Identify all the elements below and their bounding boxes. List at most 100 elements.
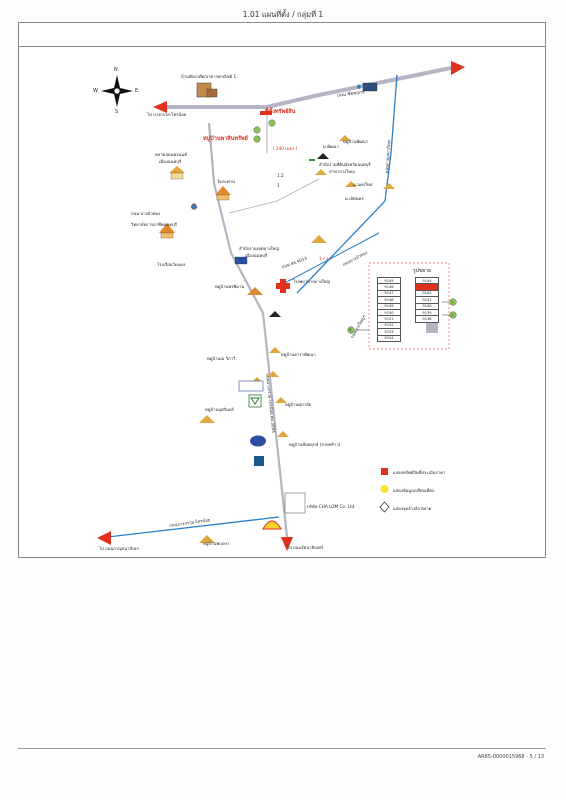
drop-icon-top: [357, 84, 361, 89]
label-office-1: สำนักงานที่ดินจังหวัดนนทบุรี: [319, 162, 371, 167]
compass-s: S: [115, 109, 119, 115]
label-village-low2: หมู่บ้านณ วิภาวี: [207, 356, 236, 361]
legend-yellow-circle: [380, 485, 389, 493]
label-temple-left: วัดสะพาน: [217, 179, 235, 184]
legend-item-1: แสดงทรัพย์สินที่ประเมินราคา: [393, 470, 446, 475]
inset-cell: 9147: [377, 289, 401, 298]
road-blue-small: [280, 232, 380, 286]
road-label-to-rattanathibet: ไป ถนนรัตนาธิเบศร์: [287, 545, 324, 550]
house-icon-market: [169, 166, 185, 180]
legend-item-3: แสดงจุดอ้างอิง ตลาด: [393, 506, 432, 511]
inset-cell: 9150: [377, 308, 401, 317]
label-village-r4: ม.เลิศนคร: [345, 196, 364, 201]
inset-cell: [415, 283, 439, 291]
label-village-low1: หมู่บ้านธาราพัฒนา: [281, 352, 316, 357]
footer-divider: [18, 748, 546, 749]
house-icon-sm: [247, 287, 263, 295]
hospital-cross-h: [276, 283, 290, 289]
label-village-main: หมู่บ้านพาสินทรัพย์: [203, 136, 248, 142]
inset-cell: 9144: [415, 276, 439, 285]
label-distance: ( 240 เมตร ): [273, 146, 298, 151]
esso-icon: [250, 435, 266, 447]
inset-cell: 9154: [377, 334, 401, 342]
road-label-to-kanchana: ไป ถนนกาญจนาภิเษก: [99, 546, 139, 551]
inset-title: รูปขยาย: [413, 268, 431, 274]
header-divider: [19, 46, 545, 47]
inset-frame: [368, 262, 450, 350]
inset-marker-3: [347, 326, 355, 334]
legend-item-2: แสดงข้อมูลเปรียบเทียบ: [393, 488, 435, 493]
inset-cell: 9141: [415, 296, 439, 304]
drop-icon-left: [190, 203, 198, 210]
label-village-low7: หมู่บ้านชัยพฤกษ์ (ลาดพร้าว): [289, 442, 341, 447]
arrow-bottom-left: [97, 531, 111, 545]
label-village-r3: ม.นครใหม่: [353, 182, 373, 187]
compass-e: E: [135, 88, 139, 94]
flag-icon: [234, 256, 248, 265]
inset-cell: 9149: [377, 302, 401, 310]
road-tag-2: 1.2: [277, 173, 284, 178]
inset-marker-3-label: 3: [349, 328, 352, 332]
landmark-icon: [269, 311, 281, 317]
label-market: ตลาดสดนครนนท์: [155, 152, 188, 157]
inset-cell: 9140: [415, 302, 439, 310]
doc-id: AR65-0000015968 - 5 / 13: [477, 754, 544, 760]
label-village-mid: หมู่บ้านพรพิมาน: [215, 284, 245, 289]
label-village-low3: หมู่บ้านศุภาลัย: [285, 402, 312, 407]
label-school-left: โรงเรียนวัดแดง: [157, 262, 186, 267]
compare-marker-icon-3: [268, 119, 276, 127]
legend-ref-icon: [379, 501, 390, 513]
inset-cell: 9152: [377, 321, 401, 330]
shell-icon: [262, 520, 282, 530]
inset-cell: 9138: [415, 315, 439, 323]
arrow-left-top: [153, 101, 167, 113]
inset-cell: 9142: [415, 289, 439, 298]
compass-n: N: [114, 67, 118, 73]
inset-cell: 9146: [377, 283, 401, 291]
inset-cell: 9148: [377, 296, 401, 304]
label-factory: บริษัท CHA LOM Co. Ltd.: [307, 504, 356, 509]
road-tag-1: 1 ก.ม.: [319, 256, 331, 261]
gas-icon: [254, 456, 264, 466]
label-office-2: สาขาบางใหญ่: [329, 169, 355, 174]
road-tag-3: 1: [277, 183, 280, 188]
ptt-icon: [238, 380, 264, 392]
inset-marker-2: [449, 311, 457, 319]
inset-cell: 9151: [377, 315, 401, 323]
label-shophouse: บ้านพักอาศัย/อาคารพาณิชย์ 1: [181, 74, 237, 79]
site-marker-icon: [260, 111, 272, 115]
label-clinic: โรงพยาบาลบางใหญ่: [293, 279, 331, 284]
inset-marker-2-label: 2: [451, 313, 454, 317]
building-icon: [362, 82, 378, 92]
label-district: สำนักงานเขตบางใหญ่: [239, 246, 280, 251]
road-label-thai-noi: ไป บางกรวย-ไทรน้อย: [147, 112, 187, 117]
temple-icon-school: [159, 223, 175, 239]
label-institute: วิทยาลัยการอาชีพนนทบุรี: [131, 222, 177, 227]
compare-marker-icon-2: [253, 126, 261, 134]
label-district-sub: เมืองนนทบุรี: [245, 253, 268, 258]
inset-cell: 9153: [377, 328, 401, 336]
map-frame: N S E W ถนน ชัยพฤกษ์ ไป บางกรวย-ไทรน้อย …: [18, 22, 546, 558]
label-market-sub: เมืองนนทบุรี: [159, 159, 182, 164]
label-village-r1: หมู่บ้านพัฒนา: [343, 139, 369, 144]
factory-box: [284, 492, 306, 514]
arrow-right-top: [451, 61, 465, 75]
inset-cell: 9145: [377, 276, 401, 285]
inset-marker-1: [449, 298, 457, 306]
label-site: ที่ตั้งทรัพย์สิน: [265, 109, 296, 115]
arrow-bottom: [281, 537, 293, 551]
road-blue-right: [296, 74, 398, 294]
road-main-vertical: [207, 122, 289, 538]
label-village-low4: หมู่บ้านบุศรินทร์: [205, 407, 234, 412]
compass-rose: [101, 75, 133, 107]
road-blue-bottom: [98, 516, 280, 539]
label-school-road: ถนน บางบัวทอง: [131, 211, 160, 216]
inset-cell: 9139: [415, 308, 439, 317]
temple-icon-left: [215, 186, 231, 201]
legend-red-square: [381, 468, 388, 475]
map-canvas: [97, 61, 465, 551]
inset-marker-1-label: 1: [451, 300, 454, 304]
